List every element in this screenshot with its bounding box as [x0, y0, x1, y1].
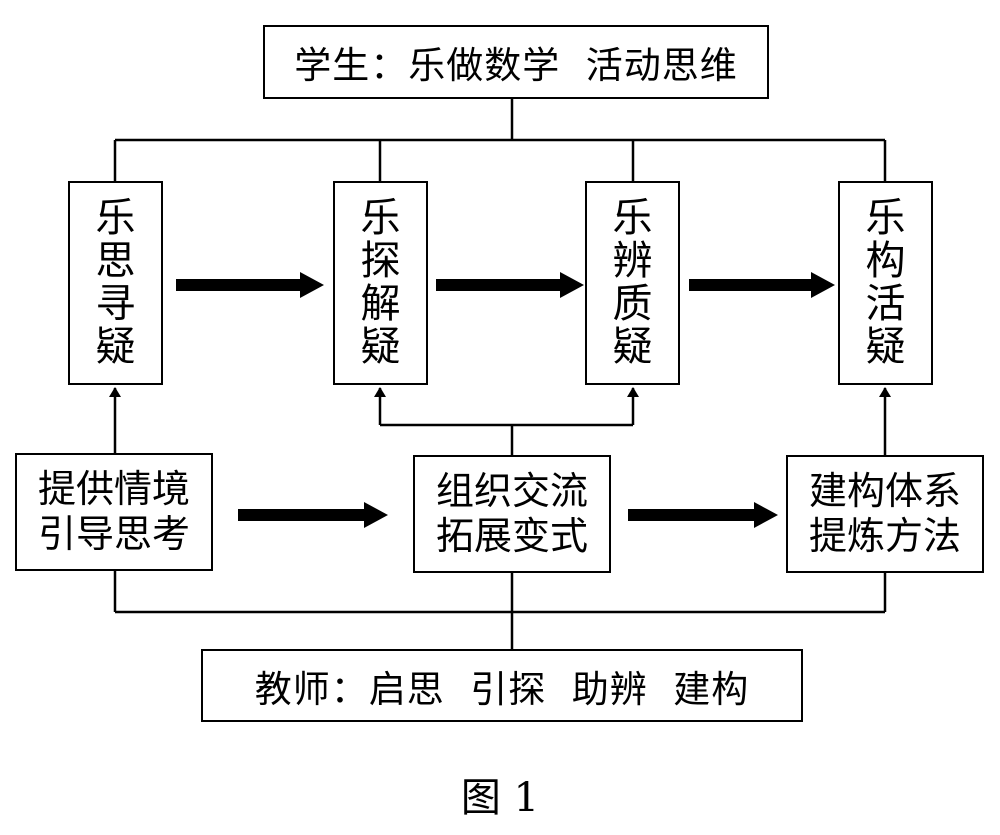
teacher-box: 教师：启思 引探 助辨 建构 — [201, 649, 803, 722]
teacher-step-box-2: 组织交流 拓展变式 — [413, 455, 611, 573]
teacher-step-3-line-2: 提炼方法 — [808, 514, 961, 558]
support-arrows — [109, 387, 891, 455]
teacher-box-label: 教师：启思 引探 助辨 建构 — [254, 667, 750, 711]
teacher-arrow-2 — [628, 502, 778, 528]
stage-arrow-3 — [689, 272, 835, 298]
teacher-flow-arrows — [238, 502, 778, 528]
stage-box-4: 乐构活疑 — [838, 181, 933, 385]
stage-box-1: 乐思寻疑 — [68, 181, 163, 385]
stage-arrow-2 — [436, 272, 584, 298]
student-box: 学生：乐做数学 活动思维 — [263, 25, 769, 99]
student-box-label: 学生：乐做数学 活动思维 — [294, 44, 738, 87]
teacher-step-1-line-2: 引导思考 — [37, 512, 190, 556]
stage-label-3: 乐辨质疑 — [612, 195, 653, 370]
teacher-step-box-3: 建构体系 提炼方法 — [786, 455, 984, 573]
teacher-step-3-line-1: 建构体系 — [808, 469, 961, 513]
teacher-connector — [113, 570, 887, 650]
stage-flow-arrows — [176, 272, 835, 298]
stage-label-2: 乐探解疑 — [360, 195, 401, 370]
teacher-step-2-line-2: 拓展变式 — [435, 514, 588, 558]
stage-box-2: 乐探解疑 — [333, 181, 428, 385]
teacher-step-1-line-1: 提供情境 — [37, 467, 190, 511]
student-connector — [113, 97, 887, 182]
teacher-step-box-1: 提供情境 引导思考 — [15, 453, 213, 571]
teacher-step-2-line-1: 组织交流 — [435, 469, 588, 513]
stage-label-4: 乐构活疑 — [865, 195, 906, 370]
stage-label-1: 乐思寻疑 — [95, 195, 136, 370]
stage-arrow-1 — [176, 272, 324, 298]
teacher-arrow-1 — [238, 502, 388, 528]
stage-box-3: 乐辨质疑 — [585, 181, 680, 385]
figure-caption: 图 1 — [460, 775, 540, 821]
